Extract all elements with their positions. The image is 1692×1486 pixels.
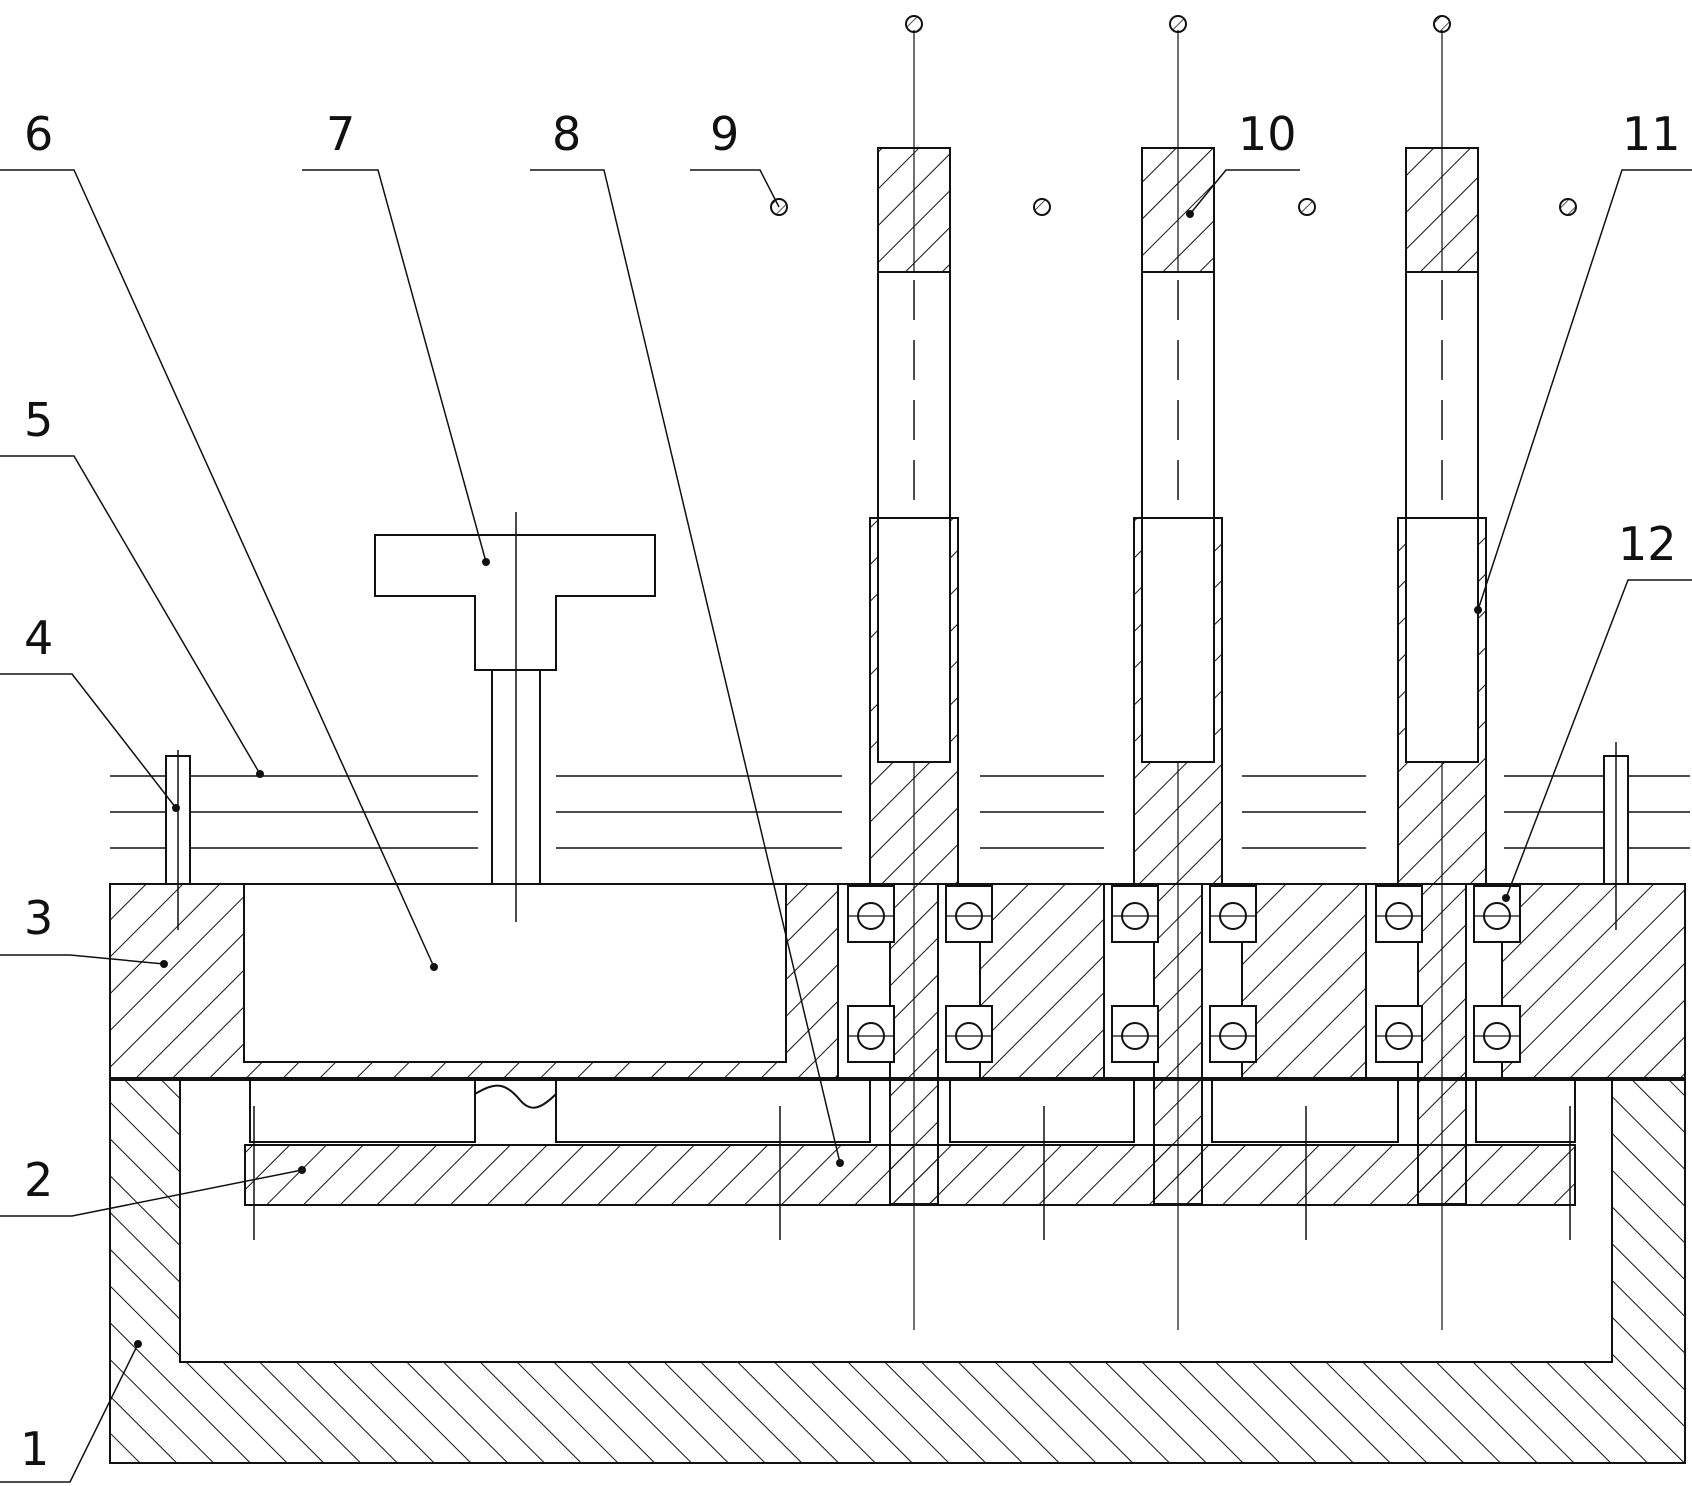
spindle-lower-shaft (889, 883, 939, 1205)
label-8: 8 (552, 107, 581, 161)
label-12: 12 (1618, 517, 1677, 571)
spindle-cap (1405, 147, 1479, 273)
spindle-lower-shaft (1417, 883, 1467, 1205)
base-box (109, 1077, 1686, 1464)
label-3: 3 (24, 891, 53, 945)
label-7: 7 (326, 107, 355, 161)
t-handle (374, 512, 656, 922)
rail-lines (110, 742, 1690, 930)
label-9: 9 (710, 107, 739, 161)
spindle-assemblies (253, 30, 1571, 1330)
label-2: 2 (24, 1153, 53, 1207)
spindle-cap (1141, 147, 1215, 273)
spindle-cap (877, 147, 951, 273)
spindle-sleeve (1397, 517, 1487, 885)
bearing-housing (1375, 1005, 1423, 1063)
label-6: 6 (24, 107, 53, 161)
label-1: 1 (20, 1422, 49, 1476)
top-plate (109, 883, 1686, 1081)
spindle-lower-shaft (1153, 883, 1203, 1205)
label-5: 5 (24, 393, 53, 447)
leader-lines (0, 169, 1692, 1483)
reference-labels: 1 2 3 4 5 6 7 8 9 10 11 12 (20, 107, 1681, 1476)
spindle-sleeve (869, 517, 959, 885)
label-11: 11 (1622, 107, 1681, 161)
bearing-housing (945, 1005, 993, 1063)
spindle-sleeve (1133, 517, 1223, 885)
label-4: 4 (24, 611, 53, 665)
label-10: 10 (1238, 107, 1297, 161)
